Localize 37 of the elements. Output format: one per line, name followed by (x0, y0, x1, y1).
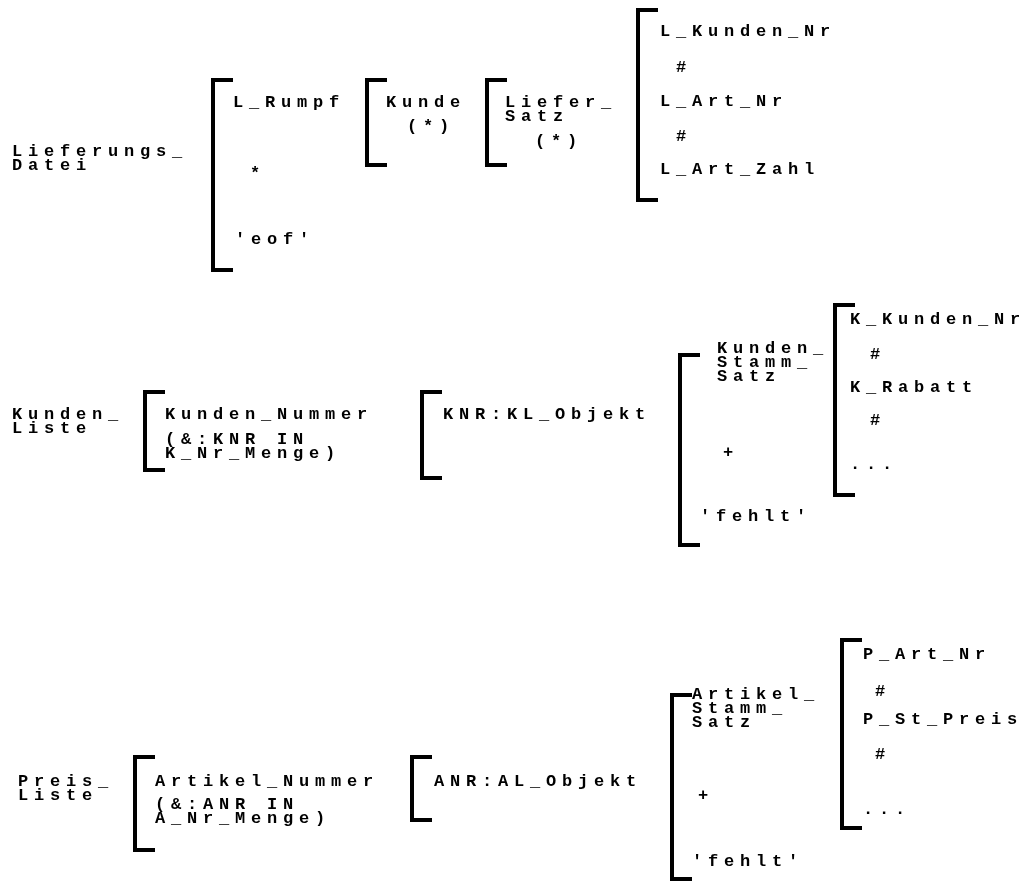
structure-label: (&:KNR IN K_Nr_Menge) (165, 433, 343, 461)
structure-label: L_Rumpf (233, 96, 345, 110)
structure-label: # (875, 748, 891, 762)
structure-label: L_Art_Zahl (660, 163, 821, 177)
structure-label: ... (863, 803, 911, 817)
structure-label: K_Rabatt (850, 381, 978, 395)
structure-label: ... (850, 458, 898, 472)
structure-label: (*) (535, 135, 583, 149)
structure-label: P_St_Preis (863, 713, 1024, 727)
structure-label: Kunden_ Liste (12, 408, 125, 436)
structure-label: P_Art_Nr (863, 648, 991, 662)
structure-label: + (698, 789, 714, 803)
structure-label: Kunden_Nummer (165, 408, 374, 422)
structure-label: Artikel_Nummer (155, 775, 380, 789)
structure-label: Lieferungs_ Datei (12, 145, 190, 173)
structure-label: # (870, 414, 886, 428)
structure-label: # (870, 348, 886, 362)
structure-label: # (676, 61, 692, 75)
structure-label: # (676, 130, 692, 144)
structure-label: 'fehlt' (700, 510, 812, 524)
structure-label: Preis_ Liste (18, 775, 115, 803)
structure-label: + (723, 446, 739, 460)
structure-label: 'eof' (235, 233, 315, 247)
structure-label: Kunde (386, 96, 466, 110)
structure-label: K_Kunden_Nr (850, 313, 1027, 327)
structure-label: (&:ANR IN A_Nr_Menge) (155, 798, 333, 826)
structure-label: ANR:AL_Objekt (434, 775, 643, 789)
structure-label: Kunden_ Stamm_ Satz (717, 342, 830, 384)
structure-label: Artikel_ Stamm_ Satz (692, 688, 821, 730)
structure-label: (*) (407, 120, 455, 134)
structure-label: L_Kunden_Nr (660, 25, 837, 39)
structure-label: 'fehlt' (692, 855, 804, 869)
structure-label: # (875, 685, 891, 699)
structure-label: * (250, 167, 266, 181)
structure-label: L_Art_Nr (660, 95, 788, 109)
structure-label: KNR:KL_Objekt (443, 408, 652, 422)
structure-label: Liefer_ Satz (505, 96, 618, 124)
